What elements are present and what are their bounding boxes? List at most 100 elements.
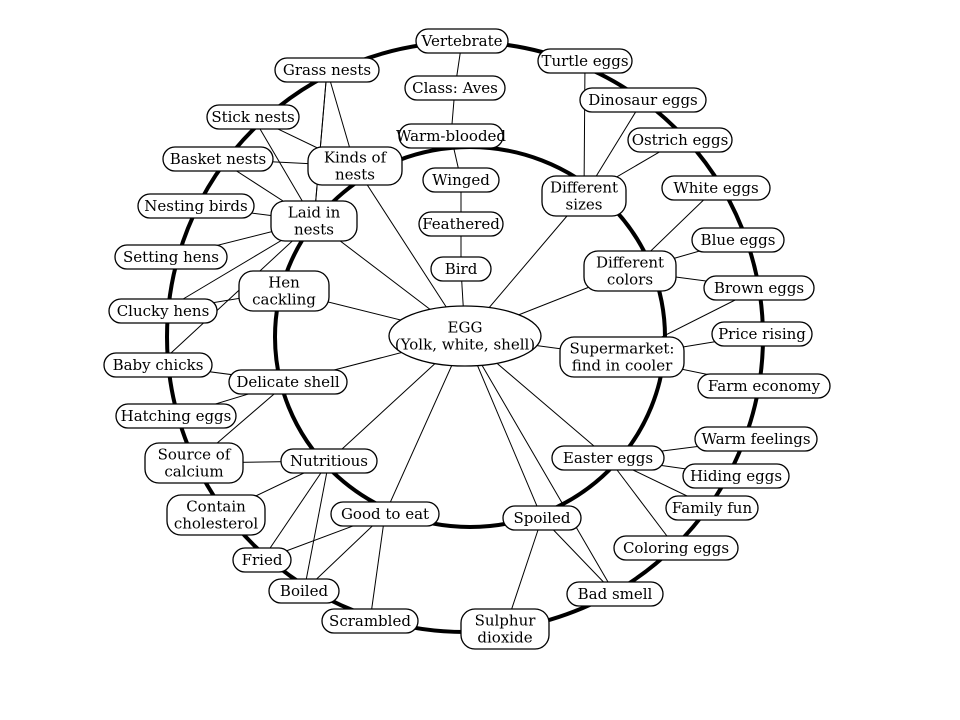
node-shape xyxy=(694,426,818,452)
node-bird: Bird xyxy=(430,256,492,282)
node-shape xyxy=(502,505,582,531)
node-shape xyxy=(144,442,244,484)
node-label: White eggs xyxy=(673,179,758,197)
node-label: Clucky hens xyxy=(117,302,210,320)
node-shape xyxy=(460,608,550,650)
node-shape xyxy=(430,256,492,282)
node-turtle-eggs: Turtle eggs xyxy=(537,48,633,74)
node-label: colors xyxy=(607,271,653,289)
node-shape xyxy=(613,535,739,561)
node-label: Farm economy xyxy=(708,377,821,395)
node-shape xyxy=(108,298,218,324)
node-label: Nesting birds xyxy=(144,197,247,215)
node-shape xyxy=(537,48,633,74)
node-label: Baby chicks xyxy=(113,356,204,374)
node-label: Warm feelings xyxy=(701,430,810,448)
node-label: Coloring eggs xyxy=(623,539,729,557)
node-label: (Yolk, white, shell) xyxy=(395,336,535,354)
node-shape xyxy=(270,200,358,242)
node-delicate-shell: Delicate shell xyxy=(228,369,348,395)
node-label: Source of xyxy=(158,446,232,464)
node-shape xyxy=(115,403,237,429)
node-label: Warm-blooded xyxy=(396,127,506,145)
node-bad-smell: Bad smell xyxy=(566,581,664,607)
node-farm-economy: Farm economy xyxy=(697,373,831,399)
node-shape xyxy=(583,250,677,292)
node-label: dioxide xyxy=(477,629,532,647)
node-label: nests xyxy=(294,221,334,239)
node-scrambled: Scrambled xyxy=(321,608,419,634)
node-shape xyxy=(682,463,790,489)
node-feathered: Feathered xyxy=(418,211,504,237)
edge-coloring-eggs-to-easter-eggs xyxy=(607,457,677,549)
node-label: Hen xyxy=(268,274,300,292)
node-label: cholesterol xyxy=(174,515,259,533)
node-label: Bird xyxy=(445,260,478,278)
node-stick-nests: Stick nests xyxy=(206,104,300,130)
node-shape xyxy=(703,275,815,301)
node-label: EGG xyxy=(448,319,483,337)
node-hiding-eggs: Hiding eggs xyxy=(682,463,790,489)
node-label: Vertebrate xyxy=(420,32,502,50)
node-shape xyxy=(418,211,504,237)
node-boiled: Boiled xyxy=(268,578,340,604)
nodes-layer: EGG(Yolk, white, shell) VertebrateClass: … xyxy=(103,28,831,650)
node-shape xyxy=(415,28,509,54)
node-shape xyxy=(268,578,340,604)
node-shape xyxy=(551,445,665,471)
edge-turtle-eggs-to-different-sizes xyxy=(583,60,586,197)
node-easter-eggs: Easter eggs xyxy=(551,445,665,471)
node-label: find in cooler xyxy=(572,357,673,375)
node-nesting-birds: Nesting birds xyxy=(137,193,255,219)
node-basket-nests: Basket nests xyxy=(162,146,274,172)
node-shape xyxy=(559,336,685,378)
node-label: Winged xyxy=(432,171,490,189)
node-nutritious: Nutritious xyxy=(280,448,378,474)
node-label: Good to eat xyxy=(341,505,429,523)
edge-grass-nests-to-laid-in-nests xyxy=(313,69,328,222)
node-label: nests xyxy=(335,166,375,184)
node-label: Class: Aves xyxy=(412,79,498,97)
node-label: Easter eggs xyxy=(563,449,653,467)
node-shape xyxy=(665,495,759,521)
edge-fried-to-nutritious xyxy=(261,460,330,561)
node-shape xyxy=(388,305,542,367)
node-price-rising: Price rising xyxy=(711,321,813,347)
node-shape xyxy=(103,352,213,378)
edge-bad-smell-to-spoiled xyxy=(541,517,616,595)
node-winged: Winged xyxy=(422,167,500,193)
node-label: Hatching eggs xyxy=(121,407,232,425)
node-dinosaur-eggs: Dinosaur eggs xyxy=(579,87,707,113)
node-shape xyxy=(232,547,292,573)
node-label: Contain xyxy=(186,498,246,516)
node-label: Stick nests xyxy=(211,108,294,126)
node-label: Setting hens xyxy=(123,248,219,266)
node-label: calcium xyxy=(164,463,223,481)
node-label: sizes xyxy=(566,196,603,214)
edge-spoiled-to-egg xyxy=(464,335,543,519)
node-shape xyxy=(422,167,500,193)
node-shape xyxy=(280,448,378,474)
node-good-to-eat: Good to eat xyxy=(330,501,440,527)
edge-bad-smell-to-egg xyxy=(464,335,616,595)
edge-scrambled-to-good-to-eat xyxy=(369,513,386,622)
node-label: Fried xyxy=(242,551,283,569)
node-shape xyxy=(661,175,771,201)
node-coloring-eggs: Coloring eggs xyxy=(613,535,739,561)
node-shape xyxy=(238,270,330,312)
node-label: Nutritious xyxy=(290,452,368,470)
node-fried: Fried xyxy=(232,547,292,573)
node-label: Brown eggs xyxy=(714,279,804,297)
node-shape xyxy=(321,608,419,634)
node-label: Dinosaur eggs xyxy=(588,91,698,109)
node-family-fun: Family fun xyxy=(665,495,759,521)
node-shape xyxy=(330,501,440,527)
node-label: Spoiled xyxy=(514,509,571,527)
edge-baby-chicks-to-laid-in-nests xyxy=(157,220,315,366)
node-shape xyxy=(274,57,380,83)
